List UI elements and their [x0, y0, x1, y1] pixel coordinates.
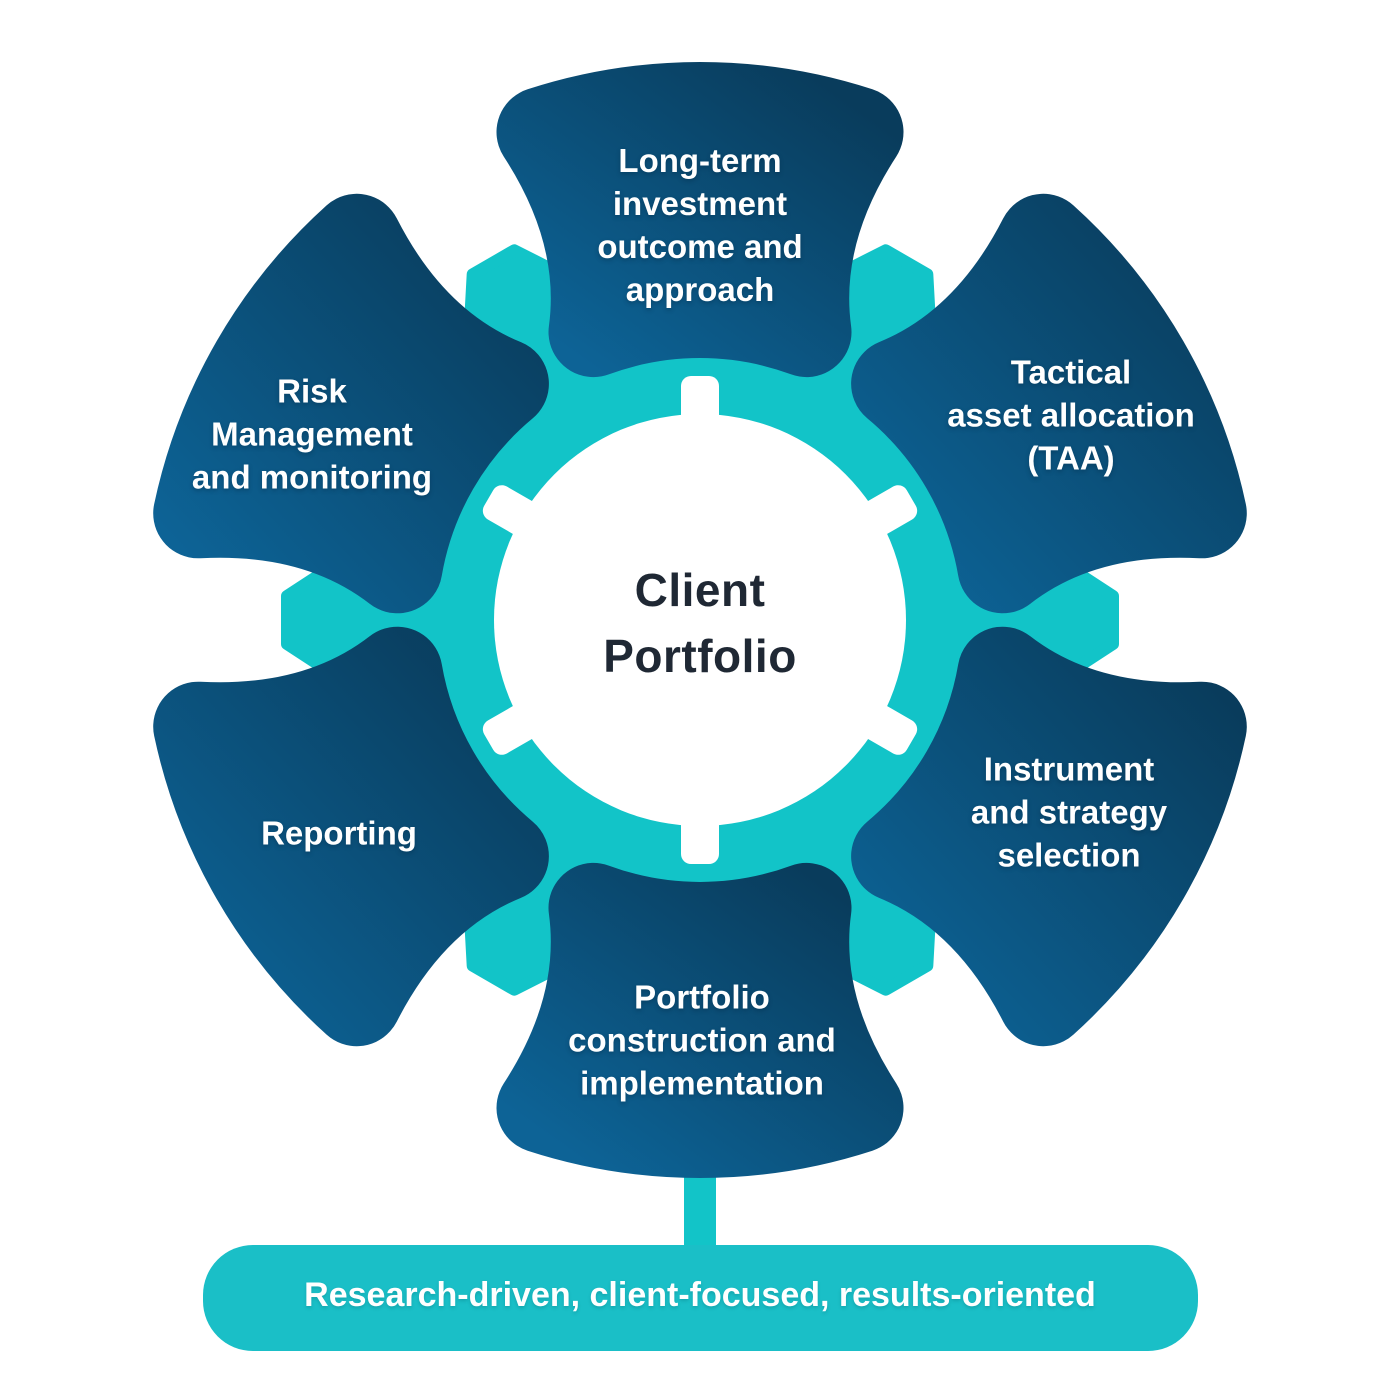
petal-shape-instrument-strategy [851, 626, 1247, 1047]
petal-shape-tactical-asset-allocation [851, 193, 1247, 614]
petal-shape-long-term-investment [496, 62, 904, 378]
petal-shape-portfolio-construction [496, 862, 904, 1178]
petal-shape-risk-management [153, 193, 549, 614]
banner-shape [203, 1245, 1198, 1351]
center-hub-circle [494, 414, 906, 826]
petal-shape-reporting [153, 626, 549, 1047]
